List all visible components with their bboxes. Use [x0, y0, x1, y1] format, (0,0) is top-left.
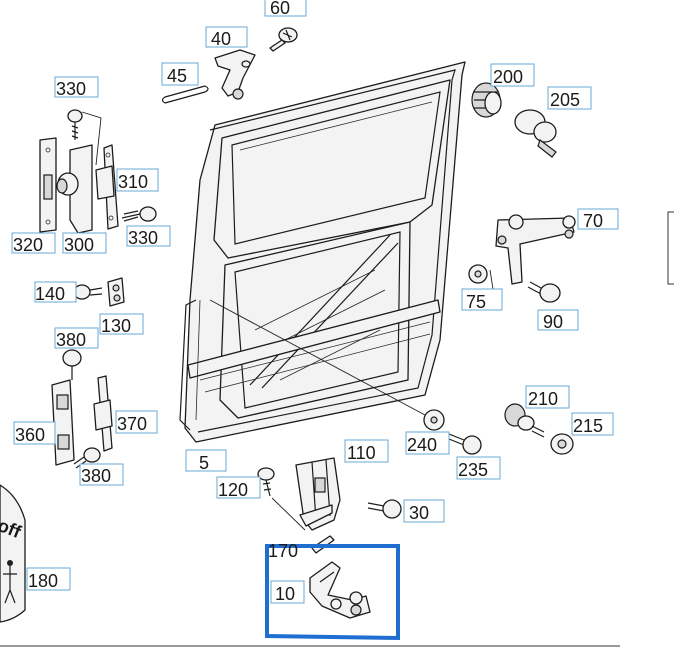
svg-text:380: 380: [56, 330, 86, 350]
callout-60: 60: [264, 0, 307, 18]
svg-text:130: 130: [101, 316, 131, 336]
svg-text:170: 170: [268, 541, 298, 561]
roller-arm-70: [489, 214, 576, 303]
svg-text:40: 40: [211, 29, 231, 49]
washer-75: [468, 264, 488, 284]
svg-text:110: 110: [347, 443, 376, 463]
svg-text:205: 205: [550, 90, 580, 110]
svg-text:210: 210: [528, 389, 558, 409]
callout-90: 90: [537, 309, 579, 332]
svg-text:60: 60: [270, 0, 290, 18]
svg-text:70: 70: [583, 211, 603, 231]
lock-set-310: [39, 109, 157, 234]
svg-text:140: 140: [35, 284, 65, 304]
bolt-235: [443, 431, 482, 455]
svg-text:30: 30: [409, 503, 429, 523]
callout-360: 360: [13, 421, 56, 445]
svg-text:200: 200: [493, 67, 523, 87]
striker-set-370: [51, 349, 113, 469]
svg-text:45: 45: [167, 66, 187, 86]
callout-210: 210: [525, 385, 570, 409]
callout-235: 235: [456, 456, 501, 480]
callout-75: 75: [461, 288, 503, 312]
callout-70: 70: [577, 208, 619, 231]
screw-120: [257, 467, 306, 531]
callout-40: 40: [205, 26, 248, 49]
bolt-210: [504, 403, 545, 438]
right-edge-fragment: [667, 211, 674, 285]
svg-text:300: 300: [64, 235, 94, 255]
svg-text:320: 320: [13, 235, 43, 255]
svg-text:360: 360: [15, 425, 45, 445]
callout-300: 300: [62, 232, 107, 255]
svg-text:120: 120: [218, 480, 248, 500]
callout-370: 370: [115, 410, 158, 434]
svg-text:75: 75: [466, 292, 486, 312]
svg-text:240: 240: [407, 435, 437, 455]
bolt-90: [527, 281, 561, 303]
edge-sign-180: [0, 484, 26, 623]
svg-text:90: 90: [543, 312, 563, 332]
washer-240: [423, 409, 445, 431]
callout-110: 110: [344, 439, 389, 463]
callout-labels: 60 40 45 200 205 330 310 320 300 330 70 …: [11, 0, 619, 604]
callout-5: 5: [185, 449, 227, 473]
stop-205: [514, 109, 557, 158]
callout-240: 240: [405, 431, 450, 455]
callout-330-top: 330: [54, 76, 99, 99]
svg-text:310: 310: [118, 172, 148, 192]
bolt-140-130: [73, 277, 125, 307]
callout-205: 205: [547, 86, 592, 110]
svg-text:380: 380: [81, 466, 111, 486]
svg-text:180: 180: [28, 571, 58, 591]
callout-380-bottom: 380: [79, 463, 124, 486]
screw-60: [269, 27, 298, 52]
callout-140: 140: [34, 281, 77, 304]
callout-30: 30: [403, 499, 445, 523]
bracket-110: [295, 457, 341, 531]
callout-320: 320: [11, 232, 56, 255]
svg-text:235: 235: [458, 460, 488, 480]
svg-text:330: 330: [128, 228, 158, 248]
selection-highlight: [265, 544, 400, 641]
callout-310: 310: [116, 168, 159, 192]
callout-45: 45: [161, 62, 199, 86]
washer-215: [550, 433, 574, 455]
callout-380-top: 380: [54, 327, 99, 350]
clip-45: [161, 85, 209, 104]
guide-roller-10: [309, 561, 371, 619]
bolt-30: [367, 499, 402, 519]
bumper-200: [471, 82, 502, 118]
callout-180: 180: [26, 567, 71, 591]
svg-text:10: 10: [275, 584, 295, 604]
callout-120: 120: [216, 476, 261, 500]
person-icon: [3, 560, 17, 604]
callout-200: 200: [490, 63, 535, 87]
callout-10: 10: [270, 580, 305, 604]
callout-130: 130: [99, 313, 144, 336]
callout-215: 215: [571, 412, 614, 436]
callout-330-bottom: 330: [126, 225, 171, 248]
svg-text:370: 370: [117, 414, 147, 434]
svg-text:5: 5: [199, 453, 209, 473]
svg-text:330: 330: [56, 79, 86, 99]
bracket-40: [214, 49, 256, 100]
callout-170: 170: [268, 541, 298, 561]
svg-text:215: 215: [573, 416, 603, 436]
sliding-door-panel: [179, 61, 466, 443]
